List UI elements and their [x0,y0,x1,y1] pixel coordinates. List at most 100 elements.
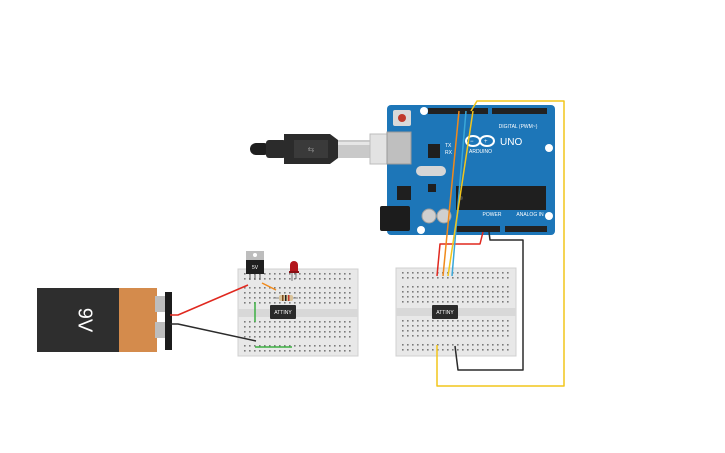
breadboard-hole [447,335,449,337]
breadboard-hole [299,302,301,304]
breadboard-hole [442,301,444,303]
breadboard-hole [467,277,469,279]
breadboard-hole [497,301,499,303]
breadboard-hole [279,345,281,347]
breadboard-hole [407,325,409,327]
usb-cable-icon[interactable]: ⇆ [250,133,411,165]
breadboard-hole [502,349,504,351]
breadboard-hole [447,349,449,351]
breadboard-hole [497,291,499,293]
breadboard-hole [487,330,489,332]
red-led-icon[interactable] [289,261,299,281]
breadboard-hole [324,336,326,338]
svg-text:⇆: ⇆ [308,145,315,154]
breadboard-hole [417,272,419,274]
breadboard-hole [422,349,424,351]
breadboard-hole [279,273,281,275]
breadboard-hole [412,301,414,303]
breadboard-hole [314,292,316,294]
breadboard-hole [299,321,301,323]
breadboard-hole [502,325,504,327]
wires[interactable] [170,100,565,387]
breadboard-hole [284,321,286,323]
breadboard-hole [334,321,336,323]
power-label: POWER [483,212,502,218]
breadboard-hole [467,272,469,274]
breadboard-hole [417,330,419,332]
breadboard-hole [477,296,479,298]
breadboard-hole [329,287,331,289]
breadboard-hole [432,272,434,274]
breadboard-hole [457,272,459,274]
breadboard-hole [264,273,266,275]
breadboard-hole [487,286,489,288]
breadboard-hole [294,278,296,280]
breadboard-hole [329,278,331,280]
attiny-chip-right[interactable]: ATTINY [432,305,458,319]
breadboard-hole [284,331,286,333]
breadboard-hole [344,321,346,323]
breadboard-left[interactable] [237,268,359,357]
breadboard-hole [259,331,261,333]
arduino-uno-board[interactable]: DIGITAL (PWM~) POWER ANALOG IN TX RX − +… [380,105,555,235]
breadboard-hole [269,278,271,280]
breadboard-hole [344,326,346,328]
breadboard-hole [269,321,271,323]
breadboard-hole [402,277,404,279]
breadboard-hole [289,350,291,352]
breadboard-hole [402,330,404,332]
breadboard-hole [314,273,316,275]
breadboard-hole [407,330,409,332]
breadboard-hole [412,291,414,293]
breadboard-hole [402,272,404,274]
breadboard-hole [477,277,479,279]
breadboard-hole [244,331,246,333]
breadboard-hole [492,330,494,332]
breadboard-hole [427,335,429,337]
voltage-regulator[interactable]: 5V [246,251,264,280]
breadboard-hole [437,344,439,346]
breadboard-hole [402,349,404,351]
breadboard-hole [344,350,346,352]
breadboard-hole [274,350,276,352]
breadboard-hole [269,331,271,333]
breadboard-hole [507,272,509,274]
breadboard-hole [502,330,504,332]
breadboard-hole [437,349,439,351]
battery-9v[interactable]: 9V [37,288,172,352]
breadboard-hole [482,286,484,288]
breadboard-hole [309,287,311,289]
breadboard-hole [299,326,301,328]
breadboard-hole [452,291,454,293]
wire-orange-signal [442,110,460,277]
breadboard-hole [334,326,336,328]
breadboard-hole [467,349,469,351]
breadboard-hole [289,302,291,304]
breadboard-hole [264,321,266,323]
breadboard-hole [437,330,439,332]
resistor-icon[interactable] [273,295,298,301]
power-jack[interactable] [380,206,410,231]
breadboard-hole [502,291,504,293]
breadboard-hole [467,286,469,288]
breadboard-hole [329,297,331,299]
breadboard-hole [507,330,509,332]
breadboard-hole [407,286,409,288]
attiny-chip-left[interactable]: ATTINY [270,305,296,319]
breadboard-hole [417,296,419,298]
breadboard-hole [402,296,404,298]
breadboard-hole [289,287,291,289]
breadboard-hole [492,325,494,327]
breadboard-hole [502,272,504,274]
breadboard-hole [432,301,434,303]
breadboard-hole [487,325,489,327]
breadboard-hole [462,330,464,332]
breadboard-hole [447,277,449,279]
breadboard-hole [319,297,321,299]
breadboard-hole [497,272,499,274]
breadboard-hole [259,292,261,294]
breadboard-hole [452,286,454,288]
breadboard-hole [432,320,434,322]
breadboard-hole [422,344,424,346]
